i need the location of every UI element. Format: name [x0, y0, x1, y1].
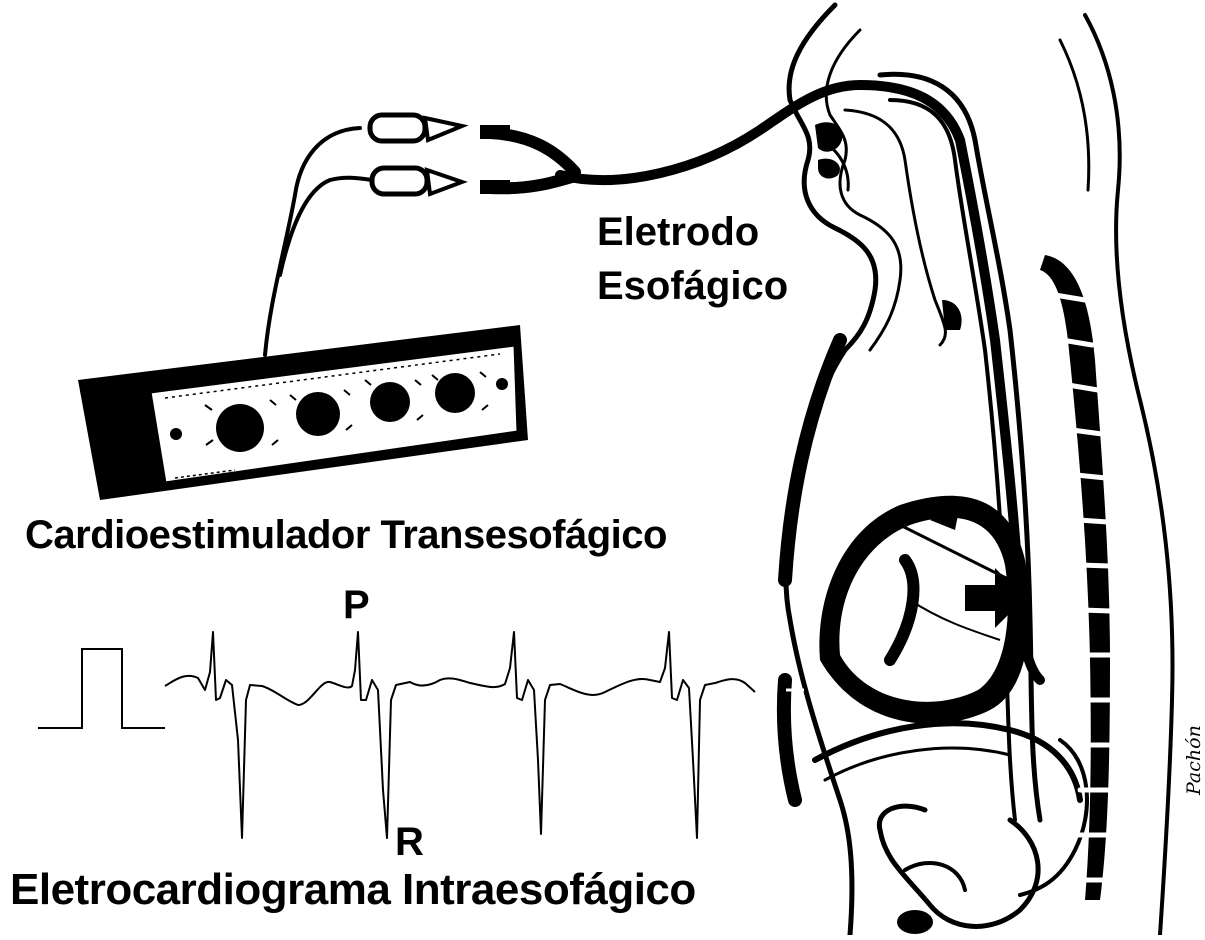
stimulus-pulse	[38, 649, 165, 728]
wave-r-label: R	[395, 822, 424, 862]
heart	[819, 496, 1029, 724]
stimulator-label: Cardioestimulador Transesofágico	[25, 515, 667, 555]
alligator-clips	[370, 115, 510, 194]
torso-outline	[786, 5, 1173, 935]
sternum	[784, 322, 840, 800]
ecg-trace	[165, 632, 755, 838]
ecg-label: Eletrocardiograma Intraesofágico	[10, 868, 696, 912]
electrode-label-line1: Eletrodo	[597, 212, 759, 252]
diaphragm-stomach	[815, 723, 1087, 934]
spine	[1040, 255, 1112, 900]
wave-p-label: P	[343, 585, 370, 625]
artist-signature: Pachón	[1183, 725, 1205, 795]
electrode-label-line2: Esofágico	[597, 266, 788, 306]
pacemaker-stimulator-box	[78, 325, 528, 500]
